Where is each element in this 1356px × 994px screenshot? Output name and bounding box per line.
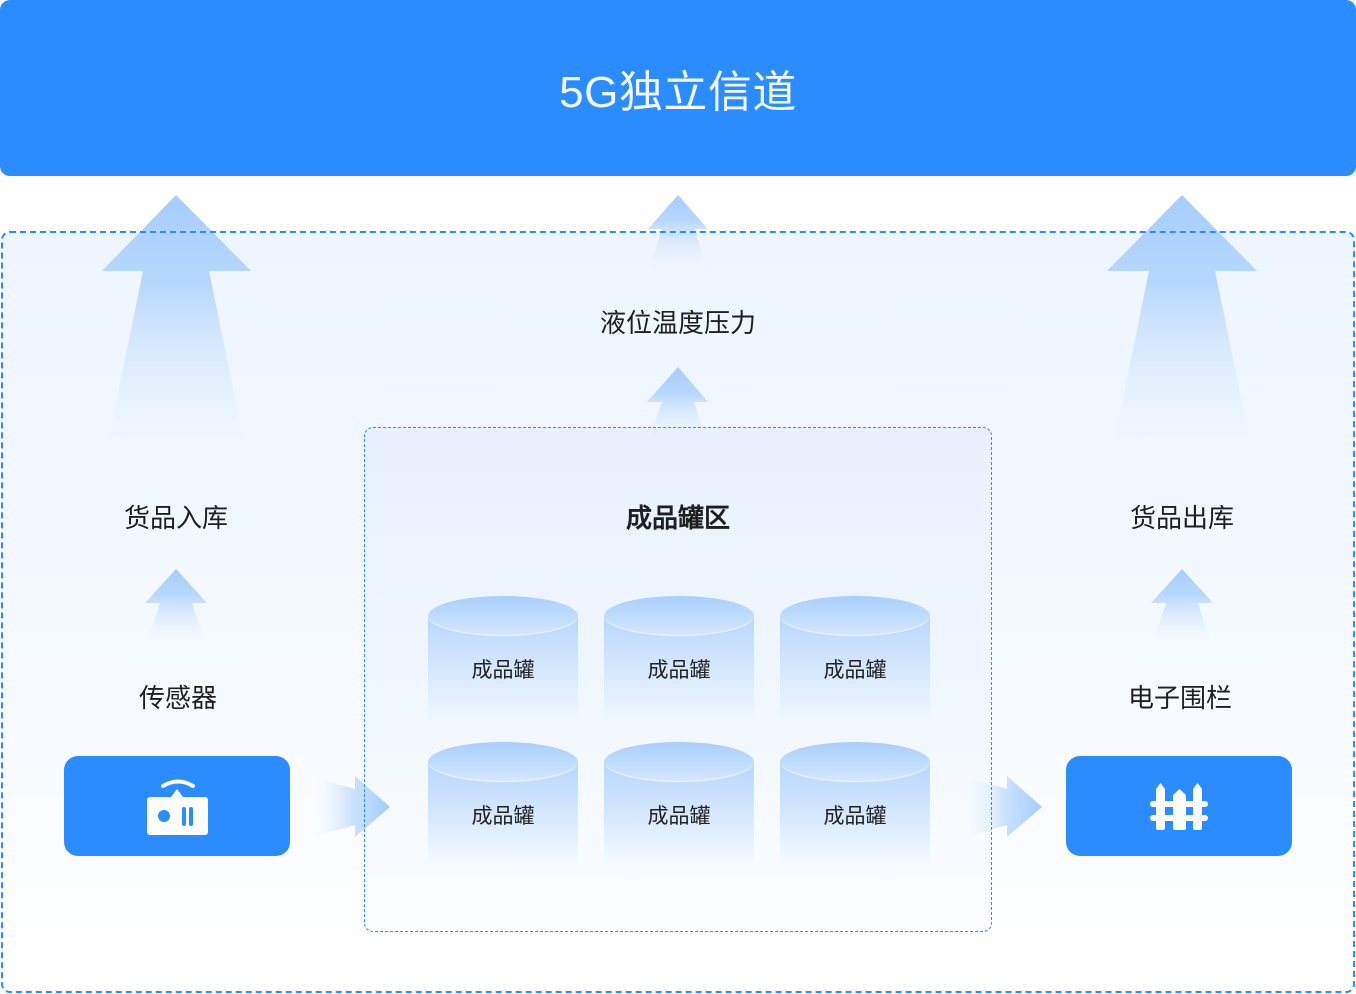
fence-icon	[1150, 783, 1208, 830]
tank: 成品罐	[604, 742, 754, 867]
arrow-up-channel-center	[648, 195, 708, 270]
tank-top	[780, 596, 930, 636]
channel-title: 5G独立信道	[559, 68, 797, 117]
tank: 成品罐	[428, 742, 578, 867]
arrow-up-tank-zone	[647, 367, 708, 442]
tank-top	[604, 742, 754, 782]
tank: 成品罐	[780, 742, 930, 867]
telemetry-label: 液位温度压力	[599, 308, 756, 338]
arrow-up-inbound-large	[102, 195, 251, 452]
sensor-label: 传感器	[138, 683, 217, 713]
5g-channel-bar: 5G独立信道	[0, 0, 1356, 176]
tank-top	[428, 742, 578, 782]
tank-zone-title: 成品罐区	[625, 503, 730, 533]
outbound-label: 货品出库	[1129, 503, 1234, 533]
sensor-icon	[147, 779, 208, 835]
tank-top	[428, 596, 578, 636]
arrow-up-outbound-large	[1107, 195, 1257, 452]
tank: 成品罐	[604, 596, 754, 721]
arrow-up-sensor	[145, 569, 207, 643]
fence-label: 电子围栏	[1127, 683, 1232, 713]
tank: 成品罐	[780, 596, 930, 721]
inbound-label: 货品入库	[123, 503, 228, 533]
fence-box	[1066, 756, 1292, 856]
sensor-box	[64, 756, 290, 856]
arrow-right-to-fence	[968, 776, 1042, 837]
tank-label: 成品罐	[647, 805, 711, 828]
arrow-up-fence	[1151, 569, 1213, 643]
arrow-right-to-tank-zone	[315, 776, 390, 837]
tank-label: 成品罐	[471, 805, 535, 828]
tank-grid: 成品罐 成品罐 成品罐 成品罐 成品罐 成品罐	[428, 596, 930, 867]
tank-label: 成品罐	[823, 805, 887, 828]
tank-label: 成品罐	[647, 659, 711, 682]
tank-top	[780, 742, 930, 782]
tank-label: 成品罐	[823, 659, 887, 682]
tank-label: 成品罐	[471, 659, 535, 682]
tank: 成品罐	[428, 596, 578, 721]
tank-top	[604, 596, 754, 636]
